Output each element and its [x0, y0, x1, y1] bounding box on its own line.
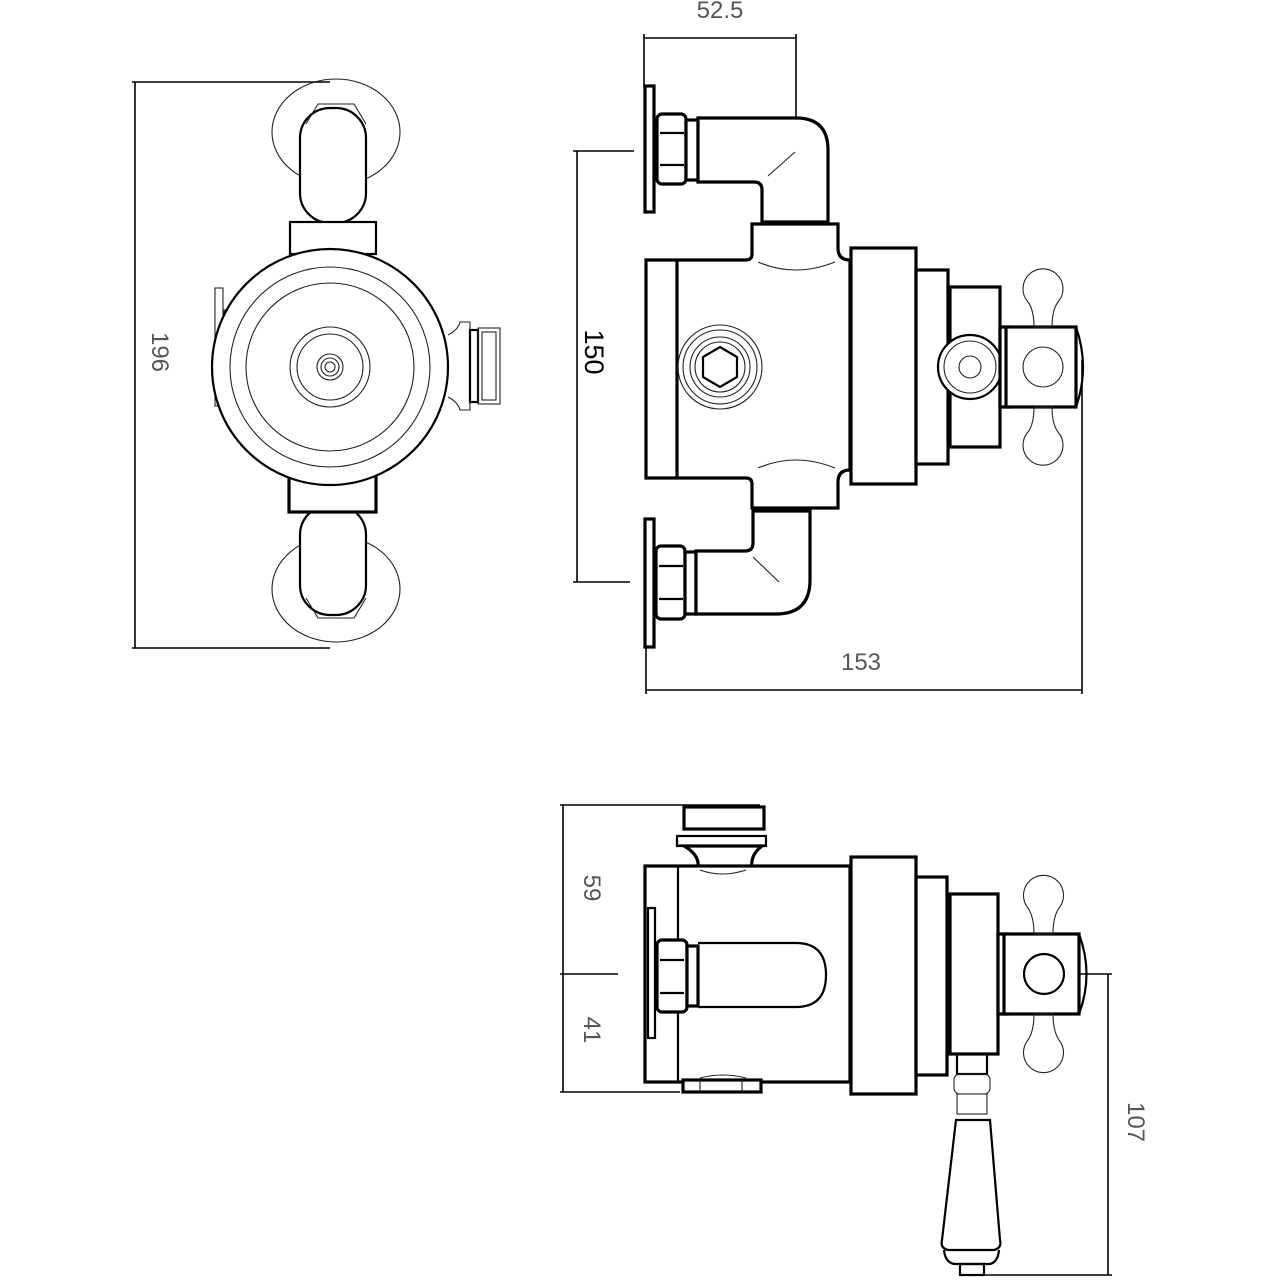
top-inlet — [271, 78, 401, 225]
outlet-fitting — [447, 321, 501, 411]
bottom-inlet — [271, 503, 401, 643]
top-view: 52.5 150 153 — [573, 0, 1085, 694]
dimension-label-59: 59 — [578, 875, 605, 902]
dimension-label-196: 196 — [146, 332, 173, 372]
dimension-offsets: 59 41 — [560, 804, 760, 1093]
temperature-dial — [210, 247, 450, 487]
dimension-label-41: 41 — [578, 1017, 605, 1044]
side-crosshead-handle — [996, 874, 1088, 1074]
dimension-label-52-5: 52.5 — [697, 0, 744, 24]
dial-ring-outer — [849, 246, 918, 486]
dimension-overall-height: 196 — [132, 81, 330, 649]
dimension-wall-to-body: 52.5 — [643, 0, 797, 118]
side-flow-body — [948, 892, 1000, 1056]
crosshead-handle — [998, 268, 1085, 466]
front-view: 196 — [132, 78, 501, 649]
outlet-port — [936, 333, 1004, 401]
side-inlet — [655, 938, 828, 1014]
hex-plug — [677, 324, 763, 410]
dimension-label-153: 153 — [841, 649, 881, 676]
valve-body — [644, 222, 852, 510]
dimension-inlet-centers: 150 — [573, 150, 634, 583]
dimension-label-150: 150 — [579, 329, 609, 374]
bottom-fitting — [681, 1078, 763, 1094]
side-dial-ring-outer — [849, 855, 918, 1096]
top-fitting — [675, 805, 768, 870]
side-dial-ring-inner — [914, 875, 949, 1077]
dimension-handle-drop: 107 — [980, 973, 1149, 1276]
lever-handle — [940, 1052, 1002, 1277]
bottom-elbow — [643, 509, 812, 649]
dimension-label-107: 107 — [1122, 1102, 1149, 1142]
side-view: 59 41 107 — [560, 804, 1149, 1277]
top-elbow — [643, 84, 830, 224]
